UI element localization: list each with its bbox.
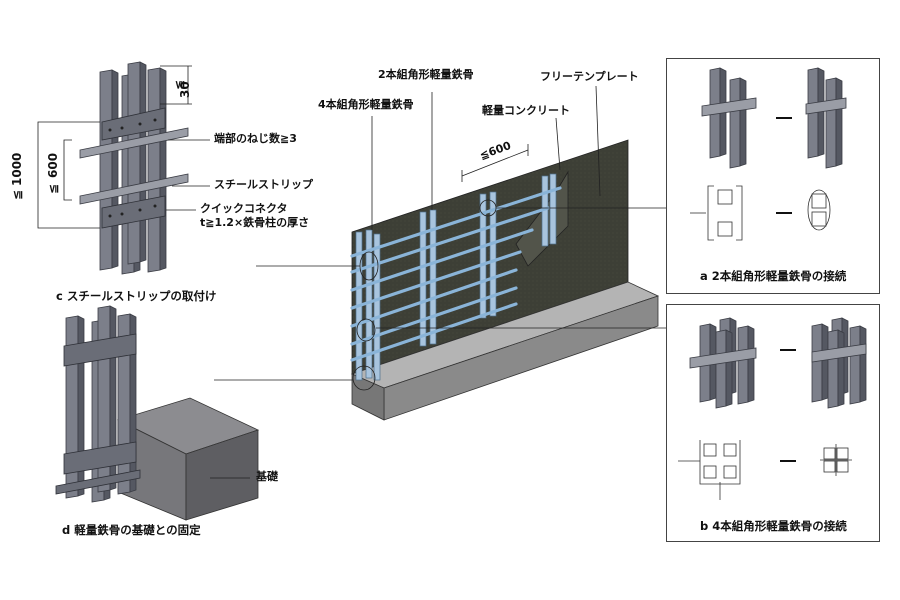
two-bar-before [701,67,757,169]
dimension-lines-c [37,65,192,229]
dim-outer-value: 1000 [10,152,24,186]
detail-d-foundation [55,305,260,521]
caption-c: c スチールストリップの取付け [56,289,217,303]
label-free-template: フリーテンプレート [540,70,639,83]
wall-base-left [351,373,385,421]
caption-d: d 軽量鉄骨の基礎との固定 [62,523,201,537]
foundation-block [116,397,260,521]
label-quick-connector: クイックコネクタ [200,202,288,215]
two-bar-plan-after [807,189,831,231]
caption-b: b 4本組角形軽量鉄骨の接続 [700,519,847,533]
detail-a-two-bar-connection [690,67,847,241]
label-foundation: 基礎 [256,470,278,483]
four-bar-plan-before [678,440,741,500]
caption-a: a 2本組角形軽量鉄骨の接続 [700,269,847,283]
spacing-dimension [461,144,529,182]
four-bar-plan-after [820,444,852,476]
dim-top-value: 30 [178,81,192,98]
horizontal-rebars [350,186,562,362]
label-screw-count: 端部のねじ数≧3 [214,132,297,145]
four-bar-before [689,317,757,409]
panel-a-frame [666,58,880,294]
detail-c-steel-strip [37,61,210,275]
steel-columns-c [99,61,167,275]
label-lightweight-concrete: 軽量コンクリート [482,104,570,117]
label-connector-thickness: t≧1.2×鉄骨柱の厚さ [200,216,310,229]
four-bar-after [811,317,867,409]
label-steel-strip: スチールストリップ [214,178,313,191]
label-two-square-steel: 2本組角形軽量鉄骨 [378,68,474,81]
dim-inner-value: 600 [46,152,60,178]
two-bar-after [805,67,847,169]
main-wall-assembly [214,85,666,421]
dim-inner-sym: ≦ [46,183,60,194]
two-bar-plan-before [690,185,743,241]
connector-plates [101,107,166,229]
leader-lines-main [214,85,666,381]
label-four-square-steel: 4本組角形軽量鉄骨 [318,98,414,111]
panel-b-frame [666,304,880,542]
dim-outer-sym: ≦ [10,189,24,200]
steel-strips [79,127,189,205]
screw-dots [108,118,157,218]
base-plates-d [55,333,141,495]
detail-b-four-bar-connection [678,317,867,500]
leader-lines-c [166,139,210,211]
